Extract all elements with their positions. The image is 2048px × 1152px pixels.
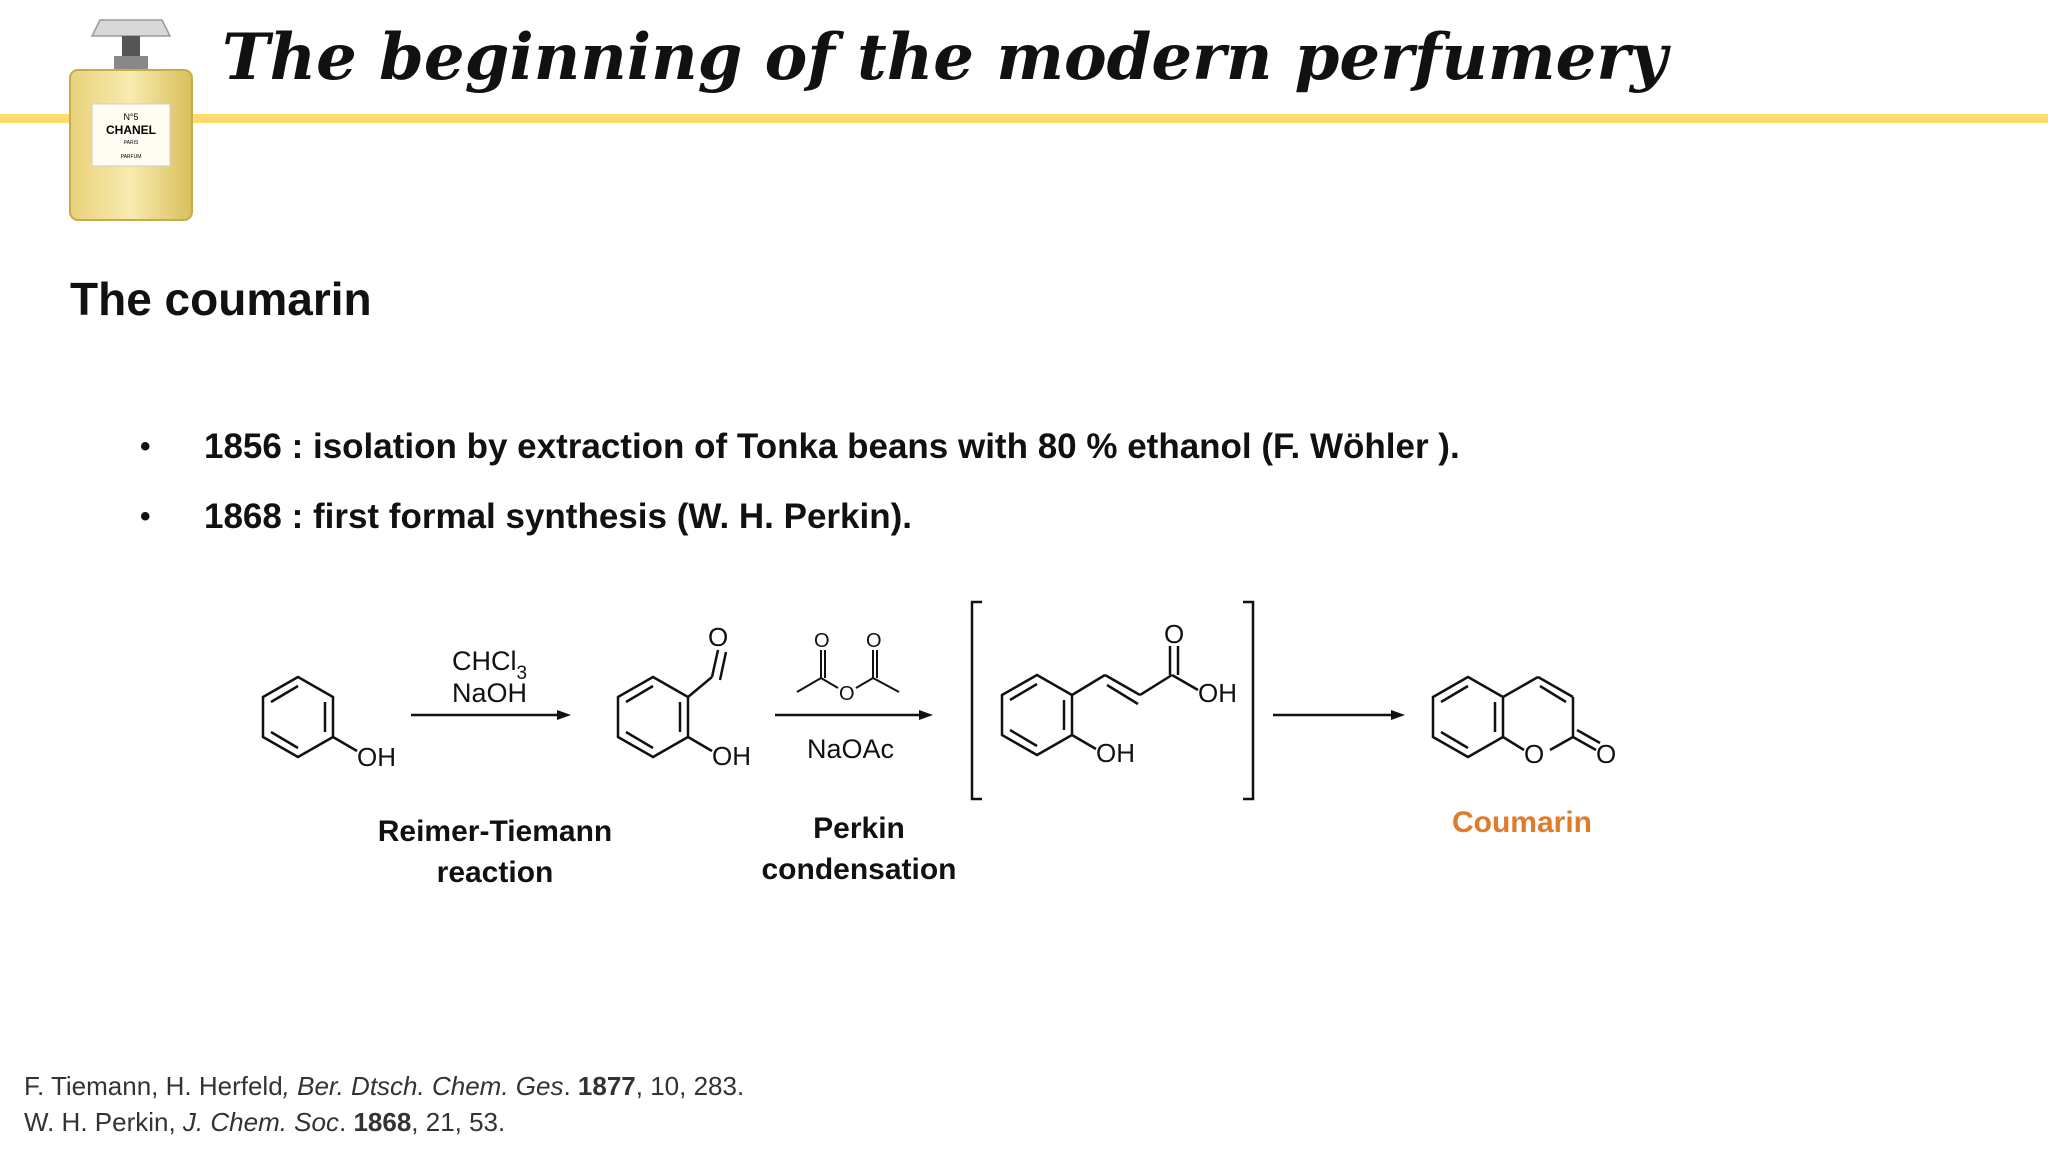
page-title: The beginning of the modern perfumery: [222, 20, 1668, 95]
svg-text:CHANEL: CHANEL: [106, 123, 156, 137]
label-perkin-condensation: Perkin condensation: [761, 812, 957, 886]
bullet-list: • 1856 : isolation by extraction of Tonk…: [140, 412, 1460, 552]
hydroxycinnamic-acid-structure: O OH OH: [1000, 619, 1237, 768]
svg-text:O: O: [1524, 739, 1544, 769]
svg-text:O: O: [814, 630, 830, 652]
svg-text:CHCl3: CHCl3: [452, 646, 527, 684]
perfume-bottle-image: N°5 CHANEL PARIS PARFUM: [69, 19, 193, 221]
section-title: The coumarin: [70, 273, 372, 325]
reference-item: F. Tiemann, H. Herfeld, Ber. Dtsch. Chem…: [24, 1071, 745, 1101]
bullet-item: • 1868 : first formal synthesis (W. H. P…: [140, 482, 1460, 552]
reference-item: W. H. Perkin, J. Chem. Soc. 1868, 21, 53…: [24, 1107, 506, 1137]
svg-text:OH: OH: [357, 742, 396, 772]
title-underline: [0, 114, 2048, 123]
label-reimer-tiemann: Reimer-Tiemann reaction: [377, 815, 613, 889]
svg-text:OH: OH: [712, 741, 751, 771]
svg-text:OH: OH: [1198, 678, 1237, 708]
svg-text:O: O: [708, 622, 728, 652]
bullet-dot: •: [140, 500, 151, 533]
phenol-structure: OH: [261, 675, 396, 772]
references: F. Tiemann, H. Herfeld, Ber. Dtsch. Chem…: [24, 1068, 744, 1140]
svg-text:N°5: N°5: [123, 112, 138, 122]
acetic-anhydride-structure: O O O: [796, 630, 900, 705]
svg-text:O: O: [866, 630, 882, 652]
coumarin-structure: O O: [1431, 675, 1616, 769]
salicylaldehyde-structure: O OH: [616, 622, 751, 771]
svg-text:NaOH: NaOH: [452, 678, 527, 708]
svg-text:O: O: [1164, 619, 1184, 649]
svg-text:O: O: [839, 683, 855, 705]
svg-text:O: O: [1596, 739, 1616, 769]
bullet-item: • 1856 : isolation by extraction of Tonk…: [140, 412, 1460, 482]
svg-text:NaOAc: NaOAc: [807, 734, 894, 764]
bullet-text: 1868 : first formal synthesis (W. H. Per…: [204, 497, 912, 536]
bullet-text: 1856 : isolation by extraction of Tonka …: [204, 427, 1460, 466]
bracket-right: [1243, 600, 1255, 801]
label-coumarin: Coumarin: [1451, 806, 1592, 839]
svg-text:PARIS: PARIS: [124, 140, 139, 146]
svg-text:PARFUM: PARFUM: [121, 154, 142, 160]
reaction-scheme: OH CHCl3 NaOH O OH O O O NaOAc: [261, 600, 1616, 801]
svg-text:OH: OH: [1096, 738, 1135, 768]
bullet-dot: •: [140, 430, 151, 463]
bracket-left: [970, 600, 982, 801]
